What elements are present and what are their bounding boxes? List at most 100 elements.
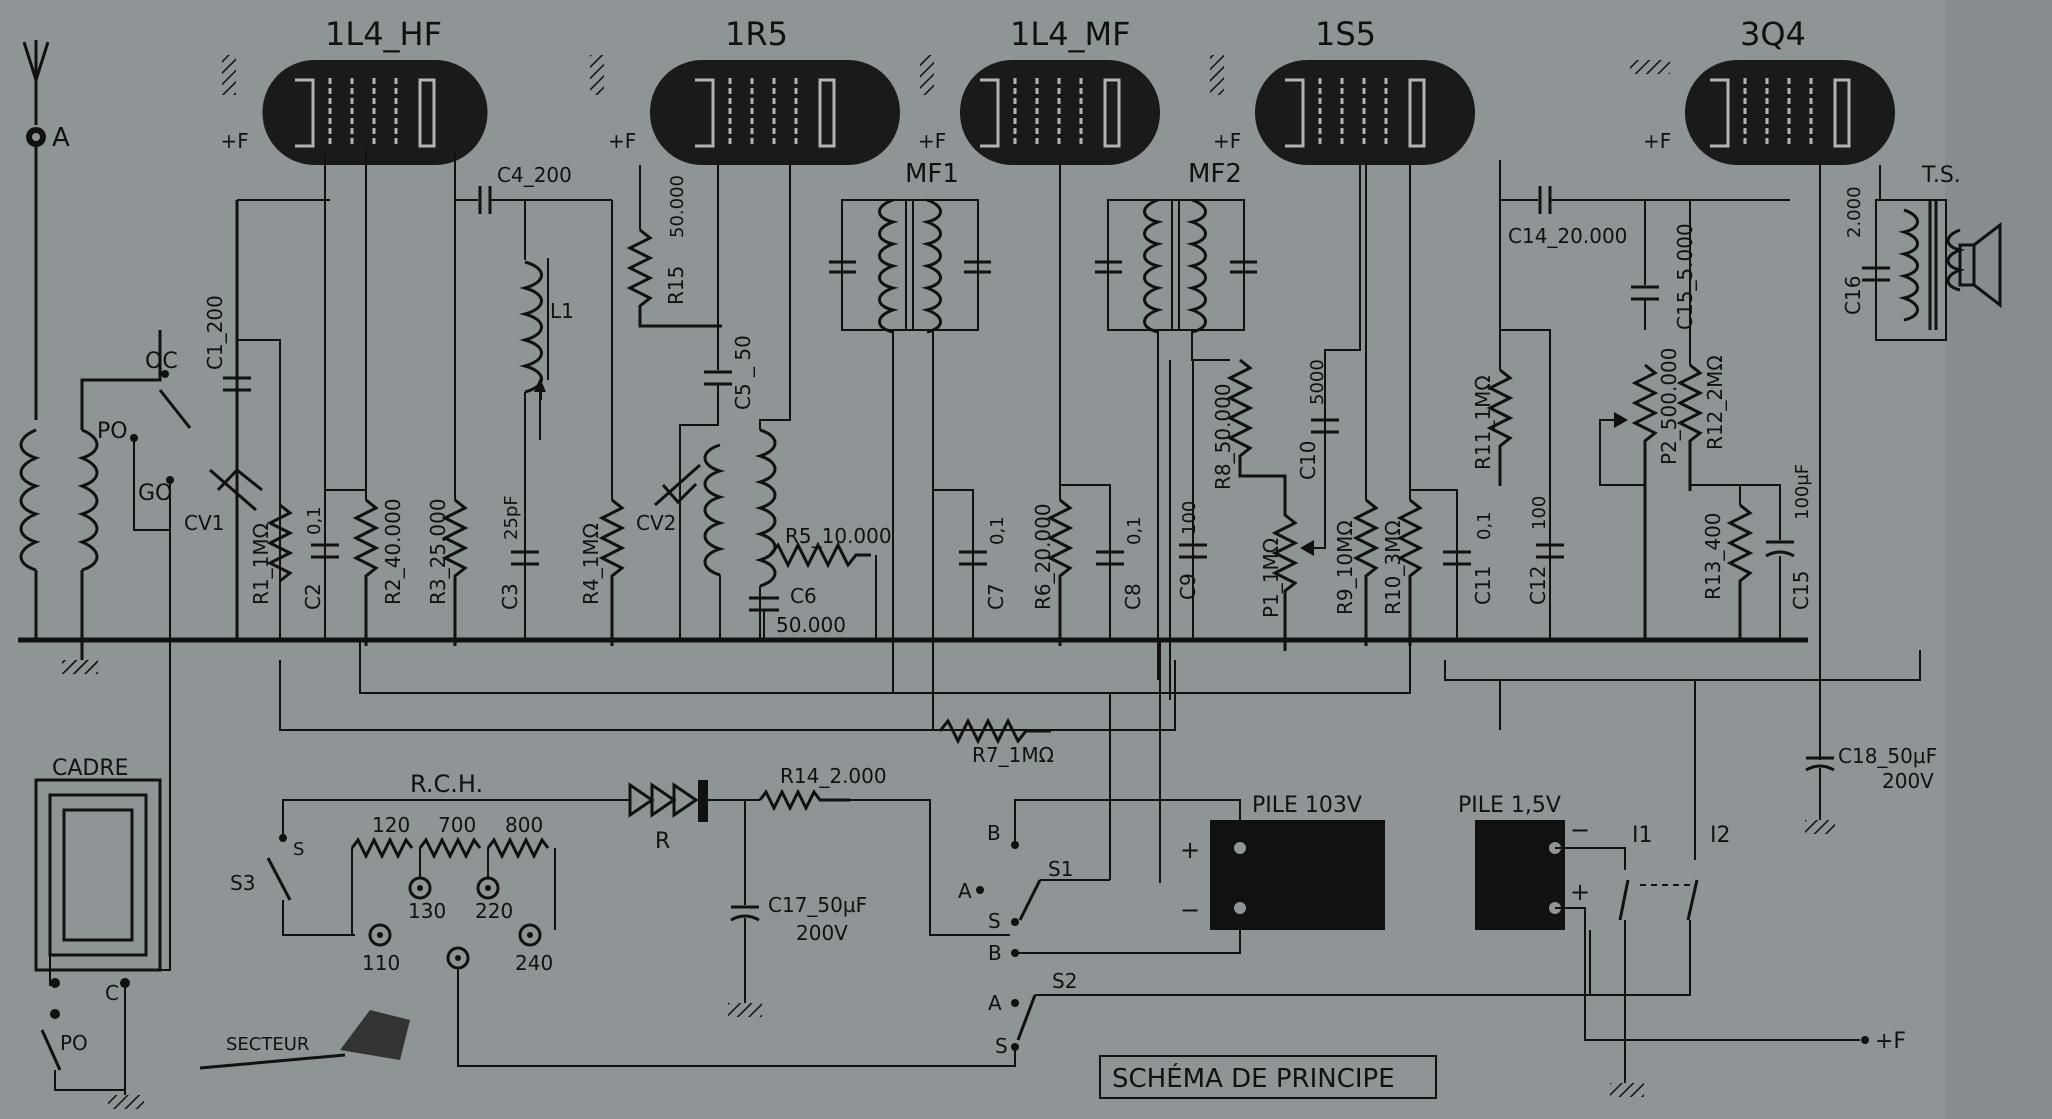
label-p1: P1_1MΩ — [1259, 538, 1283, 618]
mf1-secondary — [921, 198, 942, 334]
label-b2: B — [988, 941, 1002, 965]
label-r4: R4_1MΩ — [579, 523, 603, 605]
label-l1: L1 — [550, 299, 574, 323]
caption: SCHÉMA DE PRINCIPE — [1112, 1062, 1395, 1094]
label-v130: 130 — [408, 899, 446, 923]
tap-220 — [476, 876, 500, 900]
label-cadre: CADRE — [52, 756, 129, 781]
r9 — [1352, 498, 1380, 646]
label-a2: A — [988, 991, 1002, 1015]
label-r1: R1_1MΩ — [249, 523, 273, 605]
label-s1: S1 — [1048, 857, 1073, 881]
tube-2: 1R5+F — [608, 15, 900, 165]
label-c1: C1_200 — [203, 295, 227, 370]
label-rch: R.C.H. — [410, 770, 483, 798]
label-c14: C14_20.000 — [1508, 224, 1627, 248]
label-c10v: 5000 — [1307, 359, 1328, 405]
label-c15: C15 — [1789, 571, 1813, 610]
tube-plate — [1103, 78, 1121, 148]
label-v220: 220 — [475, 899, 513, 923]
label-c2: C2 — [301, 583, 325, 610]
tube-filament — [695, 78, 715, 148]
tube-plate — [1408, 78, 1426, 148]
label-c6: C6 — [790, 584, 817, 608]
label-r10: R10_3MΩ — [1381, 520, 1405, 615]
plus-f-label: +F — [1643, 129, 1671, 153]
label-secteur: SECTEUR — [226, 1034, 309, 1055]
mf1: MF1 C7 0,1 R7_1MΩ — [829, 159, 1054, 767]
label-r9: R9_10MΩ — [1333, 520, 1357, 615]
label-minus2: − — [1570, 816, 1590, 844]
rch-seg3 — [486, 836, 550, 860]
label-tap-700: 700 — [438, 813, 476, 837]
mf2: MF2 C9 100 R8_50.000 — [1095, 159, 1287, 700]
power-supply: R.C.H. S S3 120 700 800 130 220 110 240 … — [199, 764, 1010, 1070]
r15 — [626, 228, 722, 328]
r3 — [441, 498, 469, 646]
label-c7v: 0,1 — [987, 516, 1008, 545]
label-r: R — [655, 829, 670, 854]
label-c18: C18_50µF — [1838, 744, 1937, 768]
label-r8: R8_50.000 — [1211, 383, 1235, 490]
stage-output: C14_20.000 C15_5.000 P2_500.000 R12_2MΩ … — [1500, 160, 2002, 834]
tube-1: 1L4_HF+F — [221, 15, 488, 165]
stage-converter: R15 50.000 C5 _ 50 CV2 R5_10.000 C6 50.0… — [626, 160, 892, 640]
mf2-primary — [1143, 198, 1164, 334]
tube-filament — [1285, 78, 1305, 148]
plus-f-label: +F — [918, 129, 946, 153]
label-c11v: 0,1 — [1474, 511, 1495, 540]
r5 — [768, 541, 871, 569]
label-c2v: 0,1 — [304, 506, 325, 535]
rch-seg2 — [418, 836, 482, 860]
tube-plate — [818, 78, 836, 148]
r11 — [1486, 368, 1514, 486]
pile-103v — [1210, 820, 1385, 930]
stage-mf: R6_20.000 C8 0,1 — [1031, 160, 1145, 646]
label-s1-s: S — [988, 909, 1001, 933]
label-p2: P2_500.000 — [1657, 348, 1681, 466]
r6 — [1046, 498, 1074, 646]
tube-label: 1S5 — [1315, 15, 1376, 53]
label-a1: A — [958, 879, 972, 903]
rectifier — [628, 782, 655, 818]
label-b1: B — [987, 821, 1001, 845]
label-c11: C11 — [1471, 566, 1495, 605]
p1 — [1271, 513, 1299, 651]
osc-coil-b — [754, 428, 777, 588]
label-r2: R2_40.000 — [381, 498, 405, 605]
stage-hf: C1_200 CV1 R1_1MΩ C2 0,1 R2_40.000 R3_25… — [184, 150, 469, 646]
r12 — [1676, 363, 1704, 491]
ground-icon-4 — [728, 1003, 762, 1017]
label-r3: R3_25.000 — [426, 498, 450, 605]
label-c3: C3 — [498, 583, 522, 610]
label-pile103: PILE 103V — [1252, 793, 1362, 818]
label-c3v: 25pF — [501, 495, 522, 540]
grounds-top — [62, 55, 1670, 674]
label-mf1: MF1 — [905, 159, 959, 189]
tube-label: 1L4_HF — [325, 15, 442, 53]
label-tap-120: 120 — [372, 813, 410, 837]
ground-icon-3 — [1805, 820, 1835, 834]
tube-plate — [418, 78, 436, 148]
mf2-secondary — [1186, 198, 1207, 334]
tap-110 — [368, 923, 392, 947]
stage-coupling: C4_200 L1 C3 25pF R4_1MΩ — [455, 163, 626, 646]
switches-batteries: B S1 A S B PILE 103V + − A S2 S PILE 1,5… — [958, 680, 1906, 1097]
label-c10: C10 — [1296, 441, 1320, 480]
label-c8v: 0,1 — [1124, 516, 1145, 545]
label-c8: C8 — [1121, 583, 1145, 610]
mains-plug — [340, 1010, 410, 1060]
r1 — [266, 503, 294, 583]
label-i1: I1 — [1632, 823, 1653, 848]
label-c7: C7 — [984, 583, 1008, 610]
r14 — [758, 788, 850, 812]
label-c18v: 200V — [1882, 769, 1934, 793]
label-c9: C9 — [1176, 573, 1200, 600]
label-c15-5: C15_5.000 — [1673, 223, 1697, 330]
label-v110: 110 — [362, 951, 400, 975]
plus-f-label: +F — [608, 129, 636, 153]
tap-130 — [408, 876, 432, 900]
tap-240 — [518, 923, 542, 947]
